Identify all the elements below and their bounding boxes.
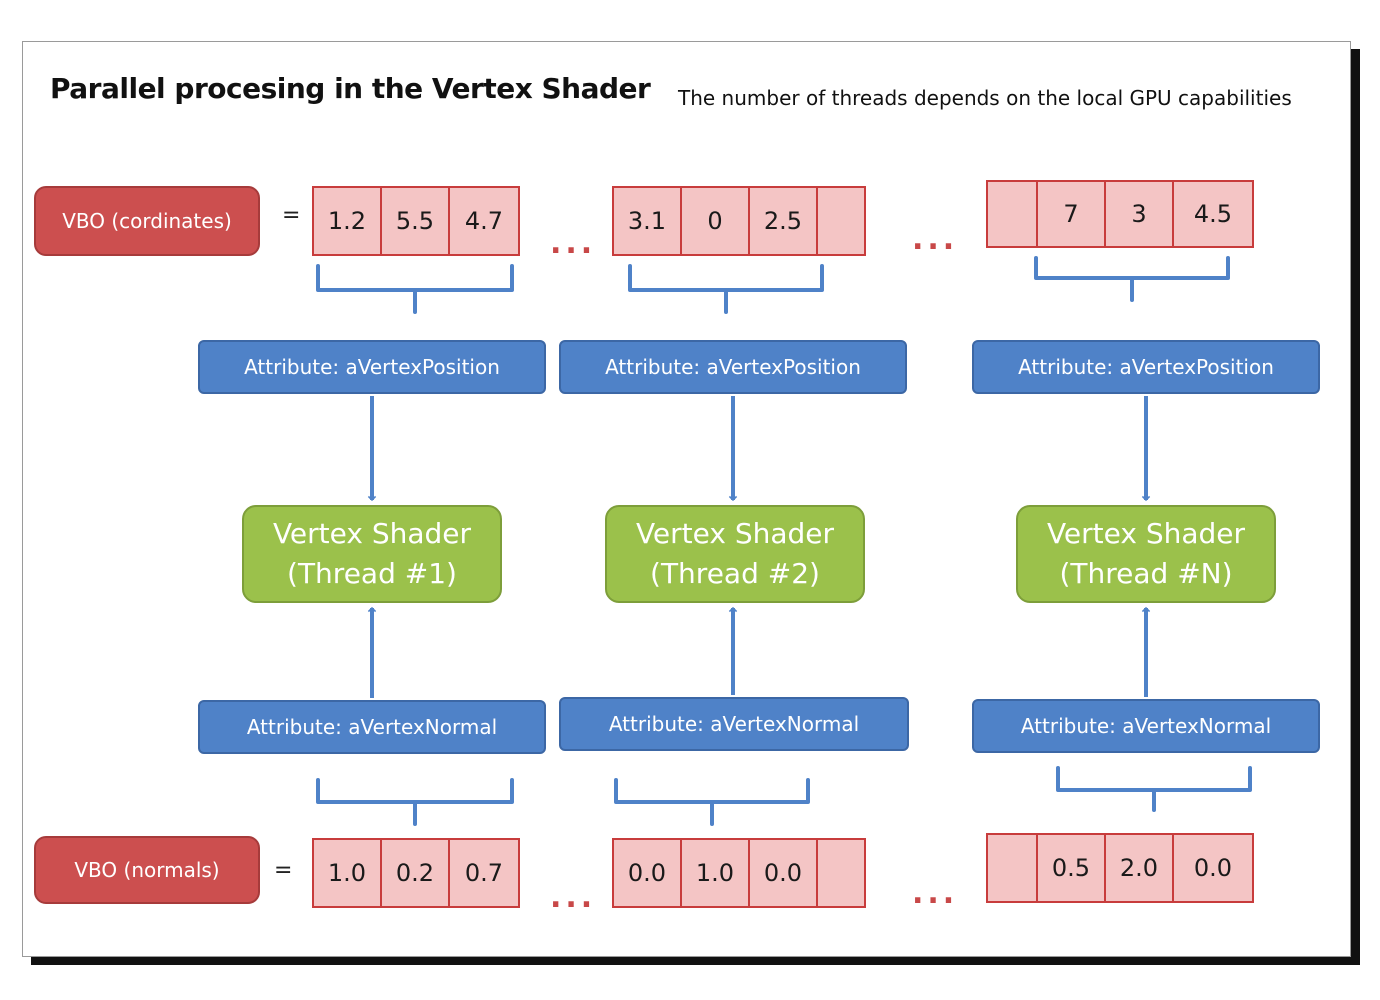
buffer-cell: 1.2 [314, 188, 382, 254]
normal-attribute-3: Attribute: aVertexNormal [972, 699, 1320, 753]
vertex-shader-thread-2: Vertex Shader (Thread #2) [605, 505, 865, 603]
buffer-cell: 0.0 [1193, 854, 1233, 882]
buffer-cell: 1.0 [314, 840, 382, 906]
buffer-cell: 7 [1038, 182, 1106, 246]
brace-normals-2 [614, 778, 810, 826]
normals-buffer-group-2: 0.0 1.0 0.0 [612, 838, 866, 908]
vbo-normals-label: VBO (normals) [34, 836, 260, 904]
coords-buffer-group-1: 1.2 5.5 4.7 [312, 186, 520, 256]
normal-attribute-2: Attribute: aVertexNormal [559, 697, 909, 751]
buffer-cell: 3 [1106, 182, 1174, 246]
ellipsis-normals-1: ... [550, 880, 597, 915]
shader-name: Vertex Shader [1046, 517, 1246, 550]
brace-coords-3 [1034, 256, 1230, 302]
buffer-cell: 0.2 [382, 840, 450, 906]
buffer-cell: 3.1 [614, 188, 682, 254]
position-attribute-3: Attribute: aVertexPosition [972, 340, 1320, 394]
shader-thread-label: (Thread #N) [1059, 557, 1233, 590]
normal-attribute-1: Attribute: aVertexNormal [198, 700, 546, 754]
brace-coords-2 [628, 264, 824, 314]
brace-normals-1 [316, 778, 514, 826]
ellipsis-coords-2: ... [912, 222, 959, 257]
brace-normals-3 [1056, 766, 1252, 812]
normals-buffer-group-1: 1.0 0.2 0.7 [312, 838, 520, 908]
ellipsis-coords-1: ... [550, 226, 597, 261]
buffer-cell [988, 835, 1038, 901]
buffer-cell: 0.0 [750, 840, 818, 906]
normals-equals-sign: = [274, 858, 293, 883]
position-attribute-1: Attribute: aVertexPosition [198, 340, 546, 394]
vbo-coordinates-label: VBO (cordinates) [34, 186, 260, 256]
coords-buffer-group-2: 3.1 0 2.5 [612, 186, 866, 256]
buffer-cell: 2.5 [750, 188, 818, 254]
shader-name: Vertex Shader [272, 517, 472, 550]
buffer-cell: 2.0 [1106, 835, 1174, 901]
diagram-subtitle: The number of threads depends on the loc… [678, 86, 1292, 110]
buffer-cell: 0.0 [614, 840, 682, 906]
shader-thread-label: (Thread #1) [287, 557, 457, 590]
buffer-cell: 5.5 [382, 188, 450, 254]
buffer-cell: 0.5 [1038, 835, 1106, 901]
buffer-cell: 0 [682, 188, 750, 254]
vertex-shader-thread-1: Vertex Shader (Thread #1) [242, 505, 502, 603]
buffer-cell: 4.7 [464, 207, 504, 235]
position-attribute-2: Attribute: aVertexPosition [559, 340, 907, 394]
buffer-cell: 4.5 [1193, 200, 1233, 228]
normals-buffer-group-3: 0.5 2.0 0.0 [986, 833, 1254, 903]
diagram-title: Parallel procesing in the Vertex Shader [50, 72, 651, 105]
coords-buffer-group-3: 7 3 4.5 [986, 180, 1254, 248]
vertex-shader-thread-n: Vertex Shader (Thread #N) [1016, 505, 1276, 603]
brace-coords-1 [316, 264, 514, 314]
coords-equals-sign: = [282, 203, 301, 228]
buffer-cell: 0.7 [464, 859, 504, 887]
shader-name: Vertex Shader [635, 517, 835, 550]
shader-thread-label: (Thread #2) [650, 557, 820, 590]
buffer-cell [988, 182, 1038, 246]
ellipsis-normals-2: ... [912, 876, 959, 911]
buffer-cell: 1.0 [682, 840, 750, 906]
